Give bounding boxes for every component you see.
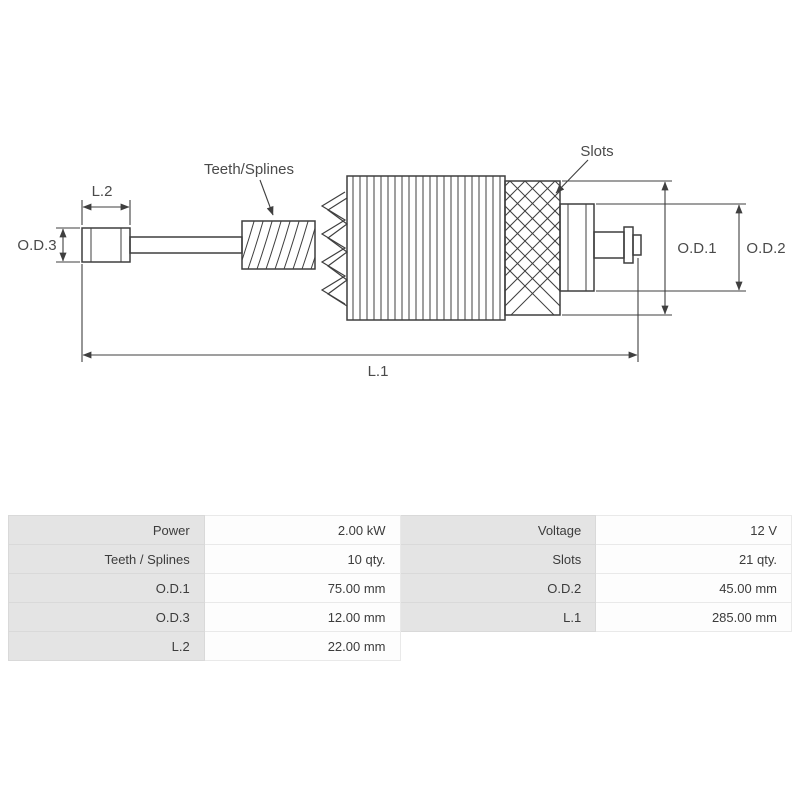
spec-label: Slots [399,544,597,574]
spec-label: Teeth / Splines [8,544,205,574]
spec-value: 10 qty. [203,544,401,574]
spec-label: O.D.2 [399,573,597,603]
spec-value: 45.00 mm [595,573,792,603]
armature-drawing: Teeth/Splines Slots L.2 O.D.3 O.D.1 O.D.… [17,143,785,380]
end-tip [632,234,642,256]
table-row: Power 2.00 kW Voltage 12 V [8,515,792,545]
spec-label: O.D.1 [8,573,205,603]
teeth-splines-label: Teeth/Splines [204,161,294,178]
spec-label: Voltage [399,515,597,545]
table-row: O.D.3 12.00 mm L.1 285.00 mm [8,602,792,632]
bearing-step [559,203,595,292]
spec-value: 75.00 mm [203,573,401,603]
spec-label: O.D.3 [8,602,205,632]
shaft [129,236,243,254]
armature-diagram: Teeth/Splines Slots L.2 O.D.3 O.D.1 O.D.… [17,143,785,380]
dimension-lines [56,159,746,362]
table-row: Teeth / Splines 10 qty. Slots 21 qty. [8,544,792,574]
left-end-cap [81,227,131,263]
spec-empty-cell [400,632,596,661]
od1-label: O.D.1 [677,240,716,257]
slots-label: Slots [580,143,613,160]
spec-empty-cell [596,632,792,661]
end-collar [623,226,634,264]
armature-body [81,175,642,321]
spec-value: 285.00 mm [595,602,792,632]
diagram-labels: Teeth/Splines Slots L.2 O.D.3 O.D.1 O.D.… [17,143,785,380]
spec-label: L.2 [8,631,205,661]
spec-value: 12.00 mm [203,602,401,632]
table-row: O.D.1 75.00 mm O.D.2 45.00 mm [8,573,792,603]
spec-value: 12 V [595,515,792,545]
winding-zigzag [320,191,349,307]
core-laminations [346,175,506,321]
l1-label: L.1 [368,363,389,380]
spec-label: L.1 [399,602,597,632]
table-row: L.2 22.00 mm [8,631,792,661]
spec-value: 21 qty. [595,544,792,574]
spec-label: Power [8,515,205,545]
end-shaft [593,231,625,259]
spec-table-wrap: Power 2.00 kW Voltage 12 V Teeth / Splin… [0,470,800,661]
spec-value: 2.00 kW [203,515,401,545]
l2-label: L.2 [92,183,113,200]
spec-value: 22.00 mm [203,631,401,661]
spec-table: Power 2.00 kW Voltage 12 V Teeth / Splin… [8,515,792,661]
od3-label: O.D.3 [17,237,56,254]
od2-label: O.D.2 [746,240,785,257]
spline-section [241,220,316,270]
